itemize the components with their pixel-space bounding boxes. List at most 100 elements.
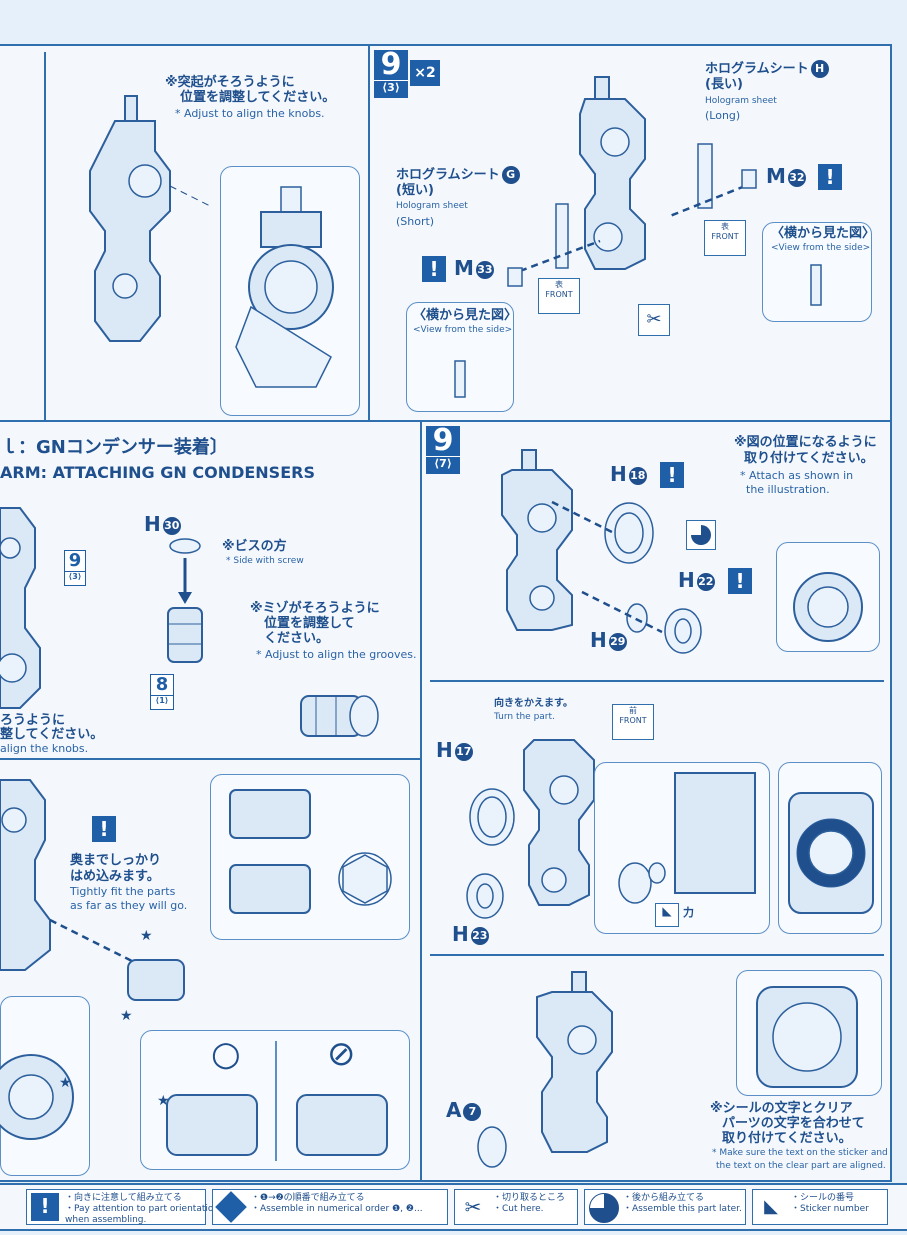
step-badge-9-7: 9 ⟨7⟩ [426, 426, 460, 474]
part-h30-number: 30 [162, 516, 181, 535]
legend-order-text: ・❶→❷の順番で組み立てる ・Assemble in numerical ord… [251, 1193, 423, 1215]
legend-en-2: when assembling. [65, 1215, 147, 1225]
legend-en-1: ・Assemble this part later. [623, 1204, 742, 1214]
sticker-icon: ◣ [764, 1196, 778, 1217]
front-indicator-9-7: 前 FRONT [612, 704, 654, 740]
legend-bar: ! ・向きに注意して組み立てる ・Pay attention to part o… [0, 1183, 907, 1231]
step-sub: ⟨7⟩ [426, 456, 460, 470]
knob-note-en-partial: align the knobs. [0, 742, 89, 755]
ref-step-9-num: 9 [68, 550, 82, 571]
arm-part-9-3 [579, 76, 646, 270]
clear-note-jp-2: パーツの文字を合わせて [722, 1116, 865, 1131]
groove-note-jp-2: 位置を調整して [264, 616, 355, 631]
clear-note-en-1: * Make sure the text on the sticker and [712, 1148, 888, 1158]
legend-later-text: ・後から組み立てる ・Assemble this part later. [623, 1193, 742, 1215]
attach-note-en-1: * Attach as shown in [740, 469, 854, 482]
svg-text:★: ★ [140, 928, 153, 944]
front-en: FRONT [619, 716, 647, 725]
ref-step-8-num: 8 [155, 674, 169, 695]
groove-note-en: * Adjust to align the grooves. [256, 648, 417, 661]
side-view-right-drawing [810, 264, 822, 306]
ok-ng-box: ○ ⊘ ★ [140, 1030, 410, 1170]
ring-h29 [626, 603, 648, 633]
part-a7-number: 7 [463, 1102, 482, 1121]
sheet-letter-g: G [501, 166, 520, 184]
attach-note-jp-1: ※図の位置になるように [734, 435, 877, 450]
svg-text:★: ★ [120, 1008, 133, 1024]
front-jp: 前 [629, 706, 637, 715]
front-en: FRONT [711, 232, 739, 241]
tight-note-jp-1: 奥までしっかり [70, 853, 162, 868]
legend-order: ・❶→❷の順番で組み立てる ・Assemble in numerical ord… [212, 1189, 448, 1225]
part-a7-letter: A [446, 1098, 462, 1122]
front-jp: 表 [721, 222, 729, 231]
clear-part-drawing [756, 986, 858, 1088]
part-h22-letter: H [678, 568, 695, 592]
detail-bubble-9-7-right [778, 762, 882, 934]
hologram-h-jp-text: ホログラムシート [705, 61, 809, 77]
step-number: 9 [432, 423, 454, 458]
hologram-sheet-h [697, 143, 713, 209]
part-h30-letter: H [144, 512, 161, 536]
sticker-icon: ◣ [655, 903, 679, 927]
turn-note-en: Turn the part. [494, 712, 555, 722]
knob-note-jp-partial-1: ろうように [0, 713, 66, 728]
detail-bubble-9-7-top [776, 542, 880, 652]
legend-jp: ・シールの番号 [791, 1193, 855, 1203]
legend-en-1: ・Assemble in numerical order ❶, ❷... [251, 1204, 423, 1214]
svg-text:★: ★ [59, 1075, 72, 1091]
part-m32-number: 32 [787, 168, 806, 187]
clear-note-jp-1: ※シールの文字とクリア [710, 1101, 853, 1116]
attach-note-en-2: the illustration. [746, 483, 830, 496]
arm-part-bottom [0, 779, 51, 971]
condenser-front-detail [788, 792, 874, 914]
assemble-later-icon [686, 520, 716, 550]
legend-sticker-text: ・シールの番号 ・Sticker number [791, 1193, 869, 1215]
condenser-insert: ★ ★ [49, 918, 185, 1024]
legend-en-1: ・Sticker number [791, 1204, 869, 1214]
part-h23-number: 23 [470, 926, 489, 945]
part-h29-letter: H [590, 628, 607, 652]
detail-bubble-9-7-mid: ◣ 力 [594, 762, 770, 934]
part-h17-number: 17 [454, 742, 473, 761]
panel-bottom-left: ! 奥までしっかり はめ込みます。 Tightly fit the parts … [0, 758, 422, 1182]
arm-part-side [0, 507, 41, 709]
condenser-slot-bubble: ★ [0, 996, 90, 1176]
assemble-later-icon [589, 1193, 619, 1223]
ok-symbol: ○ [211, 1034, 241, 1074]
ref-step-8-sub: ⟨1⟩ [151, 695, 173, 706]
step-sub: ⟨3⟩ [374, 80, 408, 94]
legend-jp: ・向きに注意して組み立てる [65, 1193, 182, 1203]
step-order-icon [215, 1191, 247, 1223]
tight-note-en-1: Tightly fit the parts [70, 885, 176, 898]
screw-note-en: * Side with screw [226, 556, 304, 566]
part-m32-letter: M [766, 164, 786, 188]
legend-orientation-text: ・向きに注意して組み立てる ・Pay attention to part ori… [65, 1193, 219, 1226]
hologram-h-long-en: (Long) [705, 109, 741, 122]
legend-en-1: ・Cut here. [493, 1204, 544, 1214]
legend-en-1: ・Pay attention to part orientation [65, 1204, 220, 1214]
ng-symbol: ⊘ [327, 1034, 356, 1074]
warning-icon-h18: ! [660, 462, 684, 488]
panel-top-left: ※突起がそろうように 位置を調整してください。 * Adjust to alig… [0, 44, 370, 422]
groove-note-jp-1: ※ミゾがそろうように [250, 601, 380, 616]
legend-cut: ✂ ・切り取るところ ・Cut here. [454, 1189, 578, 1225]
part-m32-shape [741, 169, 757, 189]
sticker-detail [618, 772, 756, 904]
side-view-right-en: <View from the side> [771, 243, 871, 253]
arm-part-9-7 [501, 449, 573, 631]
ring-h17 [469, 788, 515, 846]
hologram-h-en: Hologram sheet [705, 96, 777, 106]
multiplier-badge: ×2 [410, 60, 440, 86]
part-m33-letter: M [454, 256, 474, 280]
legend-later: ・後から組み立てる ・Assemble this part later. [584, 1189, 746, 1225]
ref-step-9-3: 9 ⟨3⟩ [64, 550, 86, 586]
groove-note-jp-3: ください。 [264, 631, 330, 646]
